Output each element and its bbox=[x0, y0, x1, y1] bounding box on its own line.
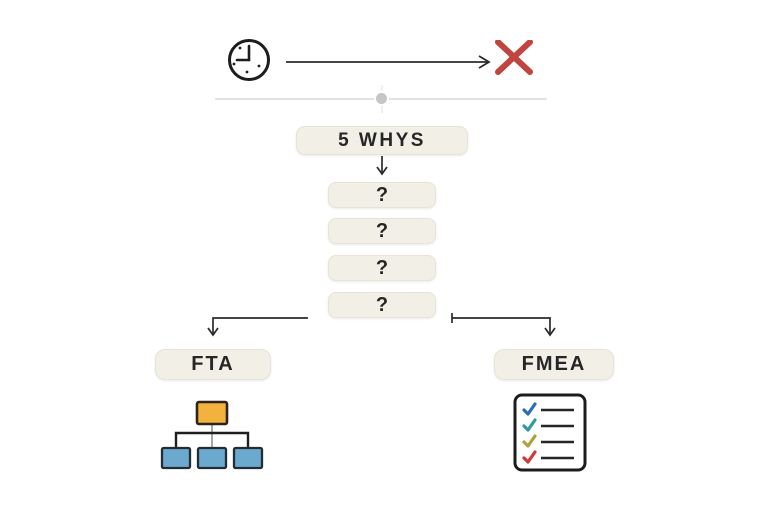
fta-label: FTA bbox=[155, 349, 271, 380]
checklist-icon bbox=[513, 393, 587, 472]
five-whys-label: 5 WHYS bbox=[296, 126, 468, 155]
time-arrow bbox=[286, 55, 491, 69]
divider-dot bbox=[374, 91, 389, 106]
branch-connectors bbox=[207, 313, 556, 337]
why-question-3: ? bbox=[328, 255, 436, 281]
x-mark-icon bbox=[495, 40, 533, 75]
why-question-1: ? bbox=[328, 182, 436, 208]
why-question-4: ? bbox=[328, 292, 436, 318]
fault-tree-icon bbox=[160, 400, 264, 470]
clock-icon bbox=[228, 39, 270, 81]
fmea-label: FMEA bbox=[494, 349, 614, 380]
why-question-2: ? bbox=[328, 218, 436, 244]
arrow-down-icon bbox=[376, 156, 388, 176]
